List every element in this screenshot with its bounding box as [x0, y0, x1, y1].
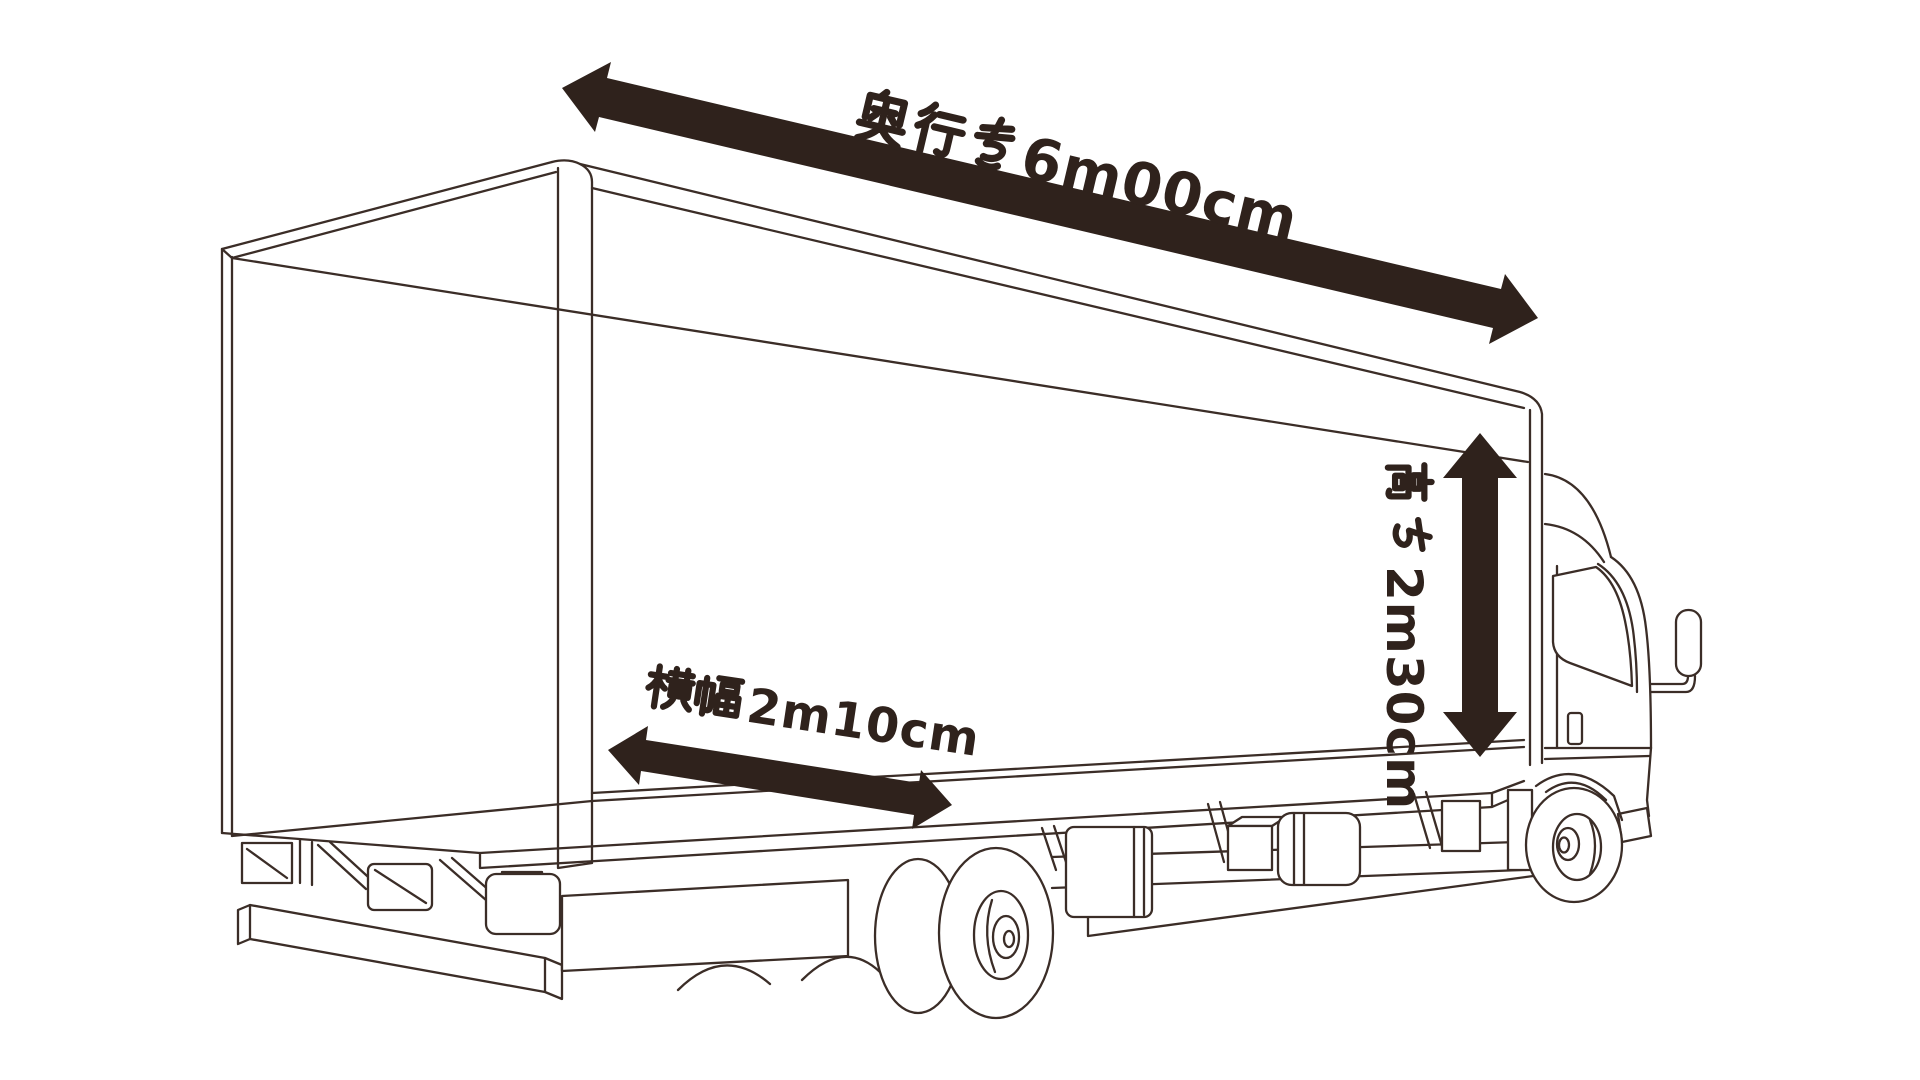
- kanji-oku: [856, 88, 910, 147]
- rear-wheels: [873, 846, 1055, 1020]
- rear-wheel-mudguard: [484, 872, 562, 936]
- rear-bumper-bar: [236, 903, 564, 1001]
- door-bottom-seam: [1543, 746, 1653, 761]
- cab-lower-front: [1645, 746, 1653, 818]
- box-rear-right-post: [550, 159, 594, 870]
- front-wheel-hub: [1557, 836, 1571, 854]
- chassis-hanger-posts: [298, 838, 314, 887]
- width-label-kanji: [646, 665, 743, 718]
- kana-sa: [1396, 520, 1430, 549]
- mirror-arm: [1649, 674, 1697, 694]
- kana-ki: [971, 116, 1015, 171]
- cab: [1534, 472, 1653, 844]
- kanji-haba: [695, 676, 742, 719]
- width-value: 2m10cm: [743, 678, 983, 768]
- front-fender: [1534, 773, 1624, 822]
- box-interior-wall-edge: [230, 256, 1530, 464]
- height-value: 2m30cm: [1375, 566, 1433, 810]
- cargo-box-wireframe: [220, 159, 1544, 870]
- front-wheel: [1524, 786, 1624, 904]
- side-mirror: [1649, 608, 1703, 694]
- far-side-wheel-arcs: [676, 955, 882, 992]
- front-step: [1616, 806, 1653, 844]
- side-skirt-panel: [560, 878, 850, 973]
- box-floor-rear-edge: [230, 799, 594, 838]
- tool-box: [1226, 824, 1274, 872]
- box-top-side-rail: [578, 162, 1544, 765]
- frame-strut: [1412, 790, 1444, 850]
- box-rear-top-rail: [220, 160, 558, 260]
- rear-wheel-hub: [1002, 929, 1016, 949]
- mirror-glass: [1674, 608, 1703, 678]
- truck-line-art: [220, 159, 1703, 1020]
- front-wheel-rim: [1551, 812, 1603, 882]
- kanji-gyo: [912, 102, 967, 159]
- kanji-taka: [1388, 465, 1432, 499]
- dimension-annotations: 6m00cm 2m30cm 2m10cm: [562, 62, 1538, 829]
- door-handle: [1566, 711, 1584, 746]
- door-window: [1551, 565, 1634, 688]
- height-arrow: [1443, 433, 1517, 757]
- roof-fairing: [1543, 472, 1613, 564]
- battery-box: [1064, 825, 1154, 919]
- width-arrow: [608, 726, 952, 829]
- height-label-kanji: [1388, 465, 1432, 549]
- cab-front-pillar: [1609, 555, 1653, 750]
- box-rear-left-post: [220, 247, 234, 838]
- box-left-wall-bottom: [220, 831, 482, 855]
- depth-arrow: [562, 62, 1538, 344]
- chassis-underside: [236, 788, 1550, 1001]
- rear-wheel-rim: [972, 889, 1030, 981]
- cab-inner-pillar: [1596, 562, 1639, 694]
- height-label: 2m30cm: [1375, 465, 1433, 810]
- bed-near-lip: [478, 779, 1526, 870]
- fuel-tank: [1276, 811, 1362, 887]
- kanji-yoko: [646, 665, 695, 711]
